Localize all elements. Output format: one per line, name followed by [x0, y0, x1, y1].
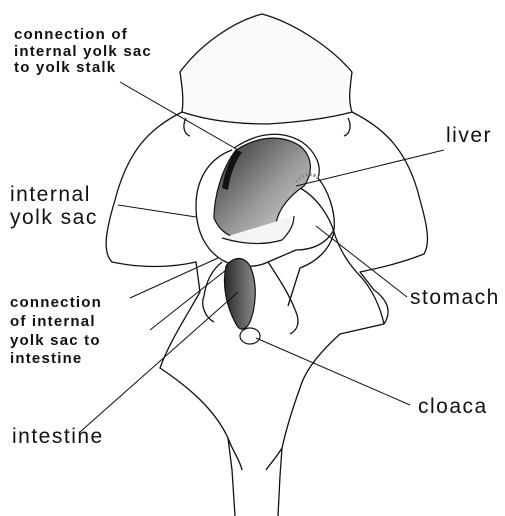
- leader-internal-yolk-sac: [118, 205, 196, 217]
- label-yolk-sac-to-intestine: connection of internal yolk sac to intes…: [10, 294, 102, 369]
- label-liver: liver: [446, 124, 492, 147]
- label-stomach: stomach: [410, 286, 500, 309]
- label-internal-yolk-sac: internal yolk sac: [10, 183, 98, 229]
- intestine-shape: [224, 259, 255, 330]
- label-intestine: intestine: [12, 425, 104, 448]
- head-outline: [180, 14, 352, 124]
- leader-cloaca: [256, 338, 410, 405]
- leader-liver: [296, 150, 444, 186]
- leader-intestine: [80, 292, 238, 432]
- liver-shape: [214, 138, 310, 238]
- leader-stomach: [316, 226, 407, 297]
- leader-yolk-to-intestine-b: [150, 270, 226, 330]
- label-cloaca: cloaca: [418, 395, 488, 418]
- cloaca-shape: [240, 328, 260, 344]
- stomach-outline: [300, 188, 384, 324]
- label-yolk-stalk-connection: connection of internal yolk sac to yolk …: [14, 27, 152, 77]
